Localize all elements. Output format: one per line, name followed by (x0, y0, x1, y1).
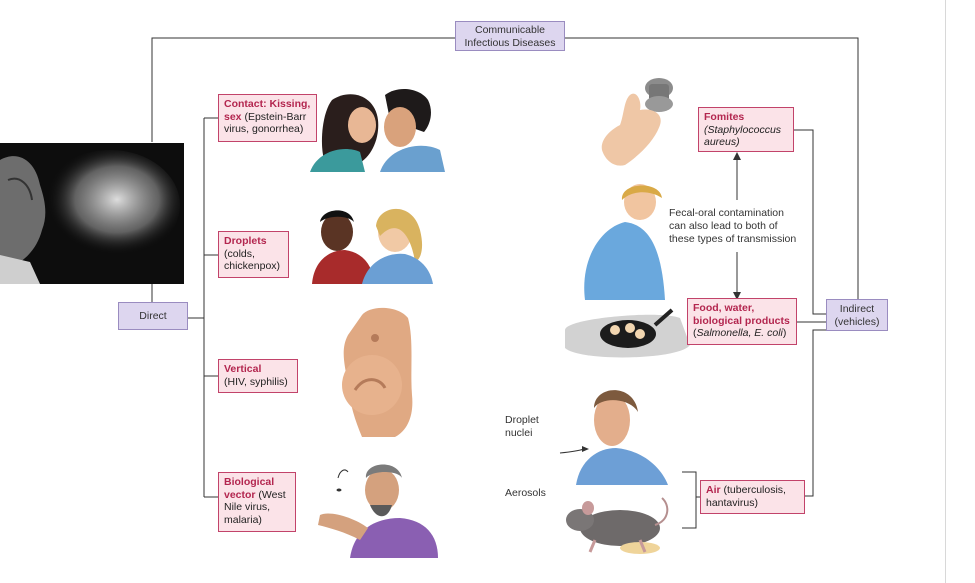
bio-line2: (West (255, 488, 286, 501)
indirect-box: Indirect (vehicles) (826, 299, 888, 331)
hand-object-illustration (601, 78, 673, 166)
air-line2: hantavirus) (706, 496, 758, 509)
bio-vector-box: Biological vector (West Nile virus, mala… (218, 472, 296, 532)
title-line1: Communicable (474, 24, 546, 36)
fecal-line1: Fecal-oral contamination (669, 207, 784, 219)
top-connector-left (151, 37, 455, 142)
droplets-heading: Droplets (224, 235, 267, 247)
fecal-line2: can also lead to both of (669, 220, 778, 232)
title-box: Communicable Infectious Diseases (455, 21, 565, 51)
droplet-arrow-line (559, 448, 585, 454)
man-coughing-illustration (576, 390, 668, 485)
bio-heading: Biological (224, 476, 275, 488)
fomites-line3: aureus) (704, 136, 740, 148)
indirect-line1: Indirect (839, 303, 875, 315)
pregnant-woman-illustration (342, 307, 413, 437)
bio-line3: Nile virus, (224, 501, 271, 513)
fomites-box: Fomites (Staphylococcus aureus) (698, 107, 794, 152)
title-line2: Infectious Diseases (464, 36, 556, 49)
droplet-arrow-head (582, 446, 589, 452)
air-box: Air (tuberculosis, hantavirus) (700, 480, 805, 514)
droplets-box: Droplets (colds, chickenpox) (218, 231, 289, 278)
man-mosquito-illustration (318, 464, 438, 558)
kissing-couple-illustration (310, 88, 445, 172)
air-bracket (682, 471, 697, 529)
contact-line2: (Epstein-Barr (241, 110, 307, 123)
food-pathogens: Salmonella, E. coli (696, 327, 783, 339)
vertical-line2: (HIV, syphilis) (224, 375, 288, 388)
bio-line4: malaria) (224, 513, 262, 526)
droplets-couple-illustration (312, 208, 433, 284)
air-connector (805, 329, 826, 497)
air-line1: (tuberculosis, (720, 484, 786, 496)
droplet-nuclei-label: Droplet nuclei (505, 414, 539, 439)
sneeze-photo (0, 143, 184, 284)
direct-label: Direct (139, 310, 167, 322)
fomites-line2: (Staphylococcus (704, 123, 782, 136)
vertical-heading: Vertical (224, 363, 262, 375)
air-heading: Air (706, 484, 721, 496)
contact-line3: virus, gonorrhea) (224, 123, 304, 135)
food-heading1: Food, water, (693, 302, 755, 314)
top-connector-right (565, 37, 859, 300)
fomites-connector (794, 129, 826, 315)
fecal-oral-note: Fecal-oral contamination can also lead t… (669, 207, 796, 246)
fecal-line3: these types of transmission (669, 233, 797, 245)
droplets-line3: chickenpox) (224, 260, 281, 272)
direct-box: Direct (118, 302, 188, 330)
food-heading2: biological products (693, 314, 790, 327)
vertical-box: Vertical (HIV, syphilis) (218, 359, 298, 393)
indirect-line2: (vehicles) (834, 315, 880, 328)
bio-vector-label: vector (224, 488, 256, 501)
arrow-up-head (733, 152, 741, 160)
page-right-rule (945, 0, 946, 583)
contact-box: Contact: Kissing, sex (Epstein-Barr viru… (218, 94, 317, 142)
food-box: Food, water, biological products (Salmon… (687, 298, 797, 345)
arrow-down-head (733, 292, 741, 300)
contact-heading: Contact: Kissing, (224, 98, 311, 110)
woman-cooking-illustration (565, 184, 690, 358)
contact-sex-label: sex (224, 110, 242, 123)
droplets-line2: (colds, (224, 247, 255, 260)
aerosols-label: Aerosols (505, 487, 546, 499)
rat-illustration (566, 497, 669, 554)
fomites-heading: Fomites (704, 111, 745, 123)
